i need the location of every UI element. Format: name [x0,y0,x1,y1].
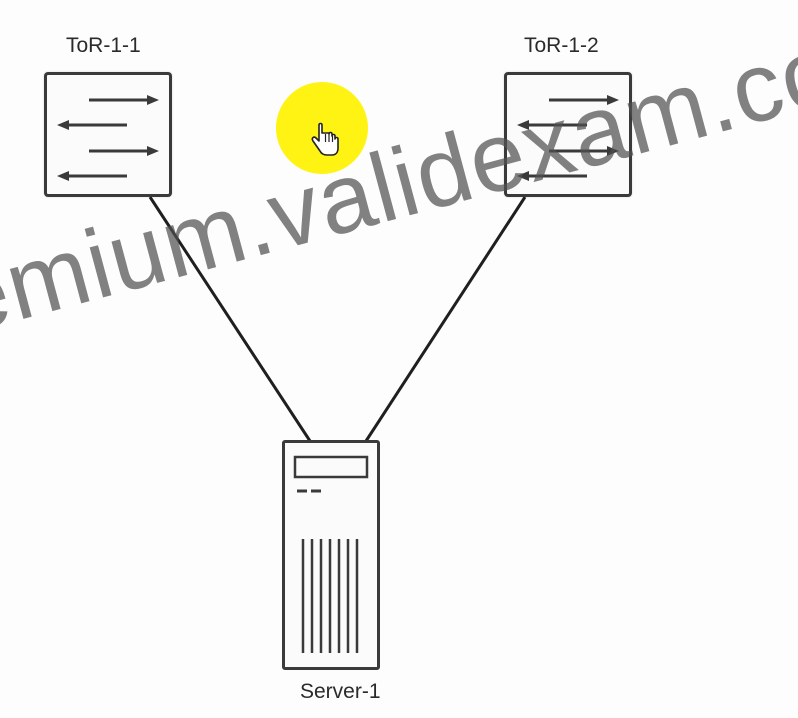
switch-arrows-icon [57,95,159,181]
tor2-label: ToR-1-2 [524,34,599,57]
switch-icon [44,72,172,197]
server-icon [282,440,380,670]
tor1-label: ToR-1-1 [66,34,141,57]
server-label: Server-1 [300,680,381,703]
server-tower-icon [293,455,369,653]
switch-icon [504,72,632,197]
hand-pointer-icon [311,122,339,156]
switch-arrows-icon [517,95,619,181]
link-tor1-server [148,196,312,442]
link-tor2-server [364,196,527,442]
